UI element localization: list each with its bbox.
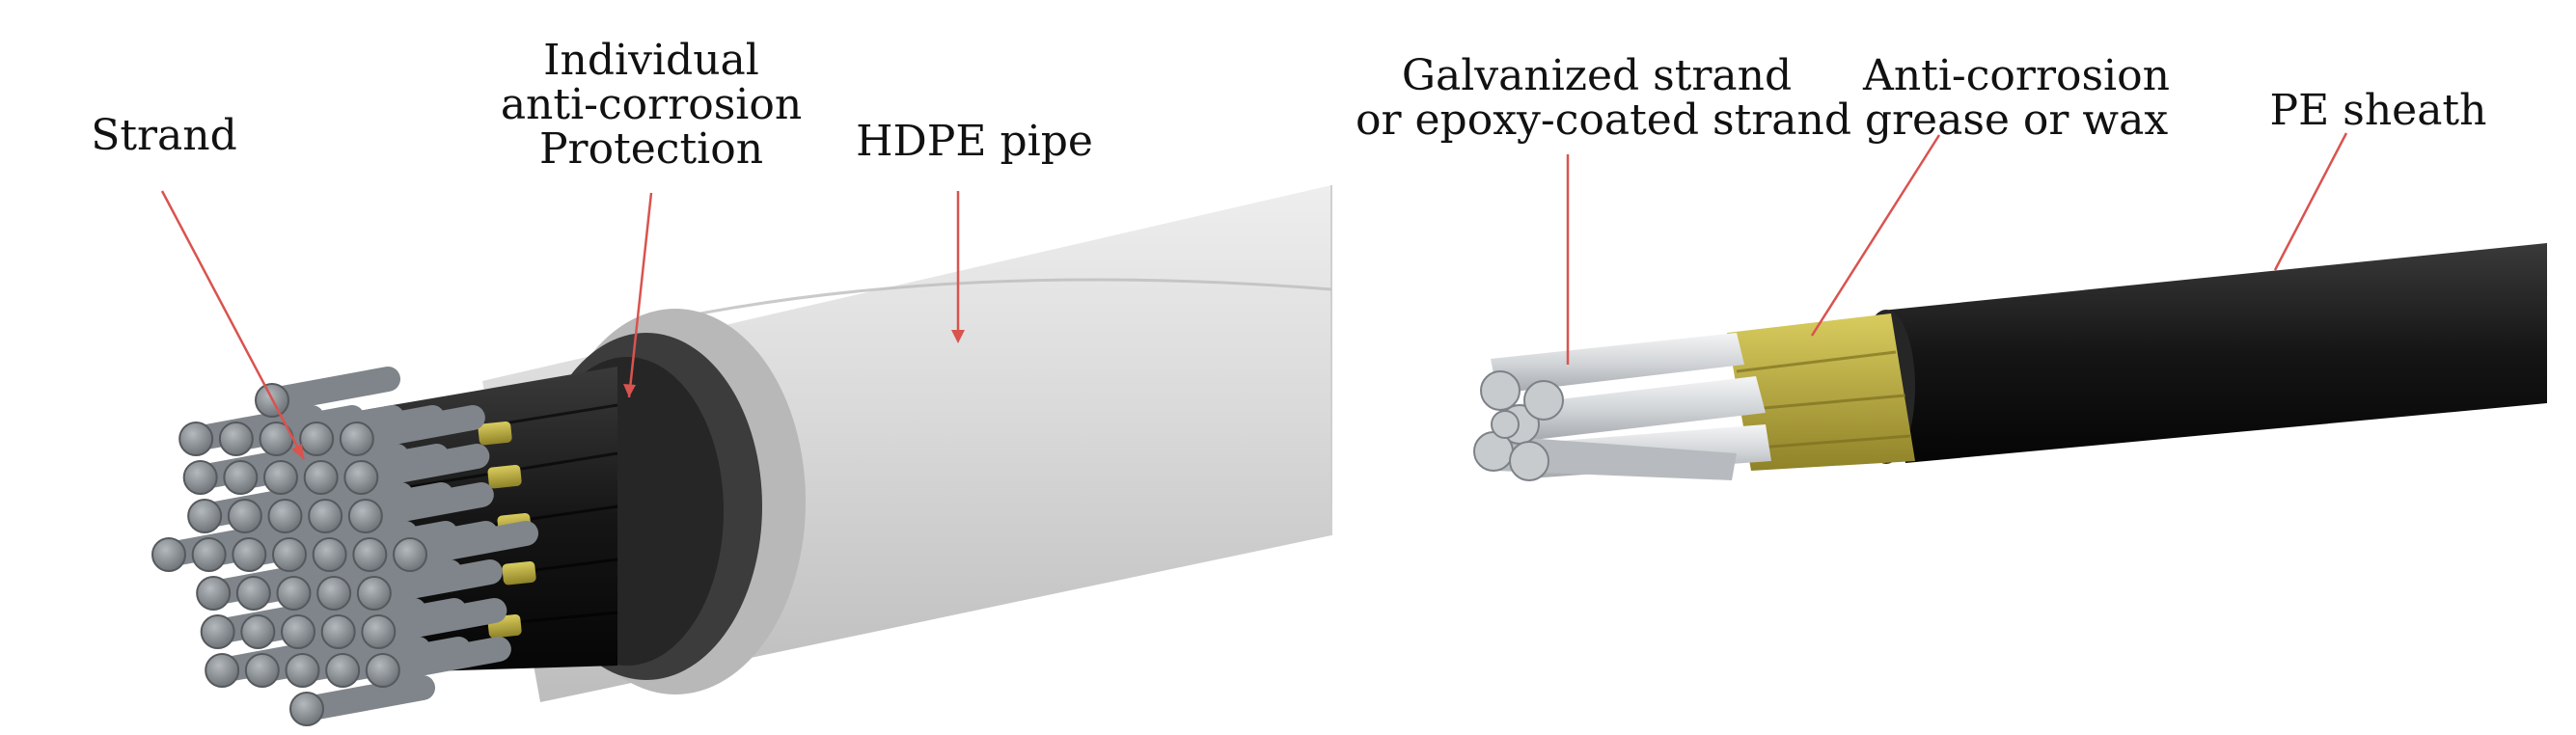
label-individual-protection-line-1: Individual xyxy=(543,36,759,85)
strand-end xyxy=(347,499,383,533)
strand-end xyxy=(312,537,347,572)
strand-end xyxy=(361,614,397,649)
strand-end xyxy=(200,614,235,649)
strand-wire xyxy=(343,405,485,451)
strand-end xyxy=(205,653,240,688)
strand-end xyxy=(365,653,400,688)
label-anti-corrosion-grease-line-1: Anti-corrosion xyxy=(1863,51,2170,100)
strand-end xyxy=(263,460,298,495)
arrowhead-strand xyxy=(291,444,304,459)
strand-wire xyxy=(366,598,507,644)
label-galvanized-strand: Galvanized strand or epoxy-coated strand xyxy=(1356,51,1852,145)
strand-wire xyxy=(361,559,503,606)
strand-ends xyxy=(151,367,538,726)
label-pe-sheath-line-1: PE sheath xyxy=(2269,86,2487,135)
label-strand: Strand xyxy=(58,114,270,158)
strand-end xyxy=(339,422,374,456)
strand-end xyxy=(356,576,392,611)
leader-anti-corrosion-grease xyxy=(1810,134,1941,337)
label-pe-sheath: PE sheath xyxy=(2258,89,2499,133)
label-anti-corrosion-grease-line-2: grease or wax xyxy=(1864,95,2169,145)
strand-end xyxy=(285,653,320,688)
leader-arrowheads xyxy=(291,330,965,459)
strand-end xyxy=(343,460,379,495)
strand-end xyxy=(303,460,339,495)
leader-individual-protection xyxy=(627,192,653,398)
strand-end xyxy=(235,576,271,611)
strand-end xyxy=(178,422,214,456)
label-individual-protection-line-3: Protection xyxy=(538,124,764,174)
strand-end xyxy=(272,537,307,572)
pe-sheath xyxy=(1857,243,2547,464)
label-hdpe-pipe: HDPE pipe xyxy=(839,120,1110,164)
label-individual-protection-line-2: anti-corrosion xyxy=(500,80,803,129)
strand-wire xyxy=(352,482,494,529)
strand-end xyxy=(227,499,262,533)
strand-end xyxy=(267,499,303,533)
strand-end xyxy=(218,422,254,456)
strand-end xyxy=(289,692,324,726)
strand-end xyxy=(308,499,343,533)
label-strand-line-1: Strand xyxy=(91,111,237,160)
strand-wire xyxy=(397,521,538,567)
strand-end xyxy=(325,653,361,688)
strand-end xyxy=(187,499,223,533)
strand-end xyxy=(244,653,280,688)
strand-end xyxy=(151,537,186,572)
strand-end xyxy=(276,576,312,611)
grease-layer xyxy=(1727,313,1915,471)
arrowhead-hdpe-pipe xyxy=(951,330,965,343)
label-individual-protection: Individual anti-corrosion Protection xyxy=(487,39,815,172)
strand-wire xyxy=(294,675,435,721)
arrowhead-individual-protection xyxy=(623,384,636,397)
strand-wire xyxy=(348,444,490,490)
leader-lines xyxy=(160,132,2348,460)
strand-end xyxy=(223,460,259,495)
strand-end xyxy=(320,614,356,649)
strand-end xyxy=(240,614,276,649)
label-hdpe-pipe-line-1: HDPE pipe xyxy=(856,117,1093,166)
leader-pe-sheath xyxy=(2273,132,2348,271)
label-galvanized-strand-line-1: Galvanized strand xyxy=(1401,51,1793,100)
strand-end xyxy=(191,537,227,572)
strand-wire xyxy=(370,637,511,683)
strand-end xyxy=(352,537,388,572)
leader-strand xyxy=(160,190,306,460)
label-galvanized-strand-line-2: or epoxy-coated strand xyxy=(1356,95,1852,145)
strand-end xyxy=(299,422,335,456)
strand-end xyxy=(393,537,427,572)
strand-end xyxy=(281,614,315,649)
strand-end xyxy=(196,576,232,611)
strand-end xyxy=(182,460,218,495)
galvanized-strands xyxy=(1473,333,1771,481)
strand-wire xyxy=(260,367,400,413)
label-anti-corrosion-grease: Anti-corrosion grease or wax xyxy=(1862,54,2171,143)
strand-end xyxy=(316,576,352,611)
strand-end xyxy=(232,537,267,572)
